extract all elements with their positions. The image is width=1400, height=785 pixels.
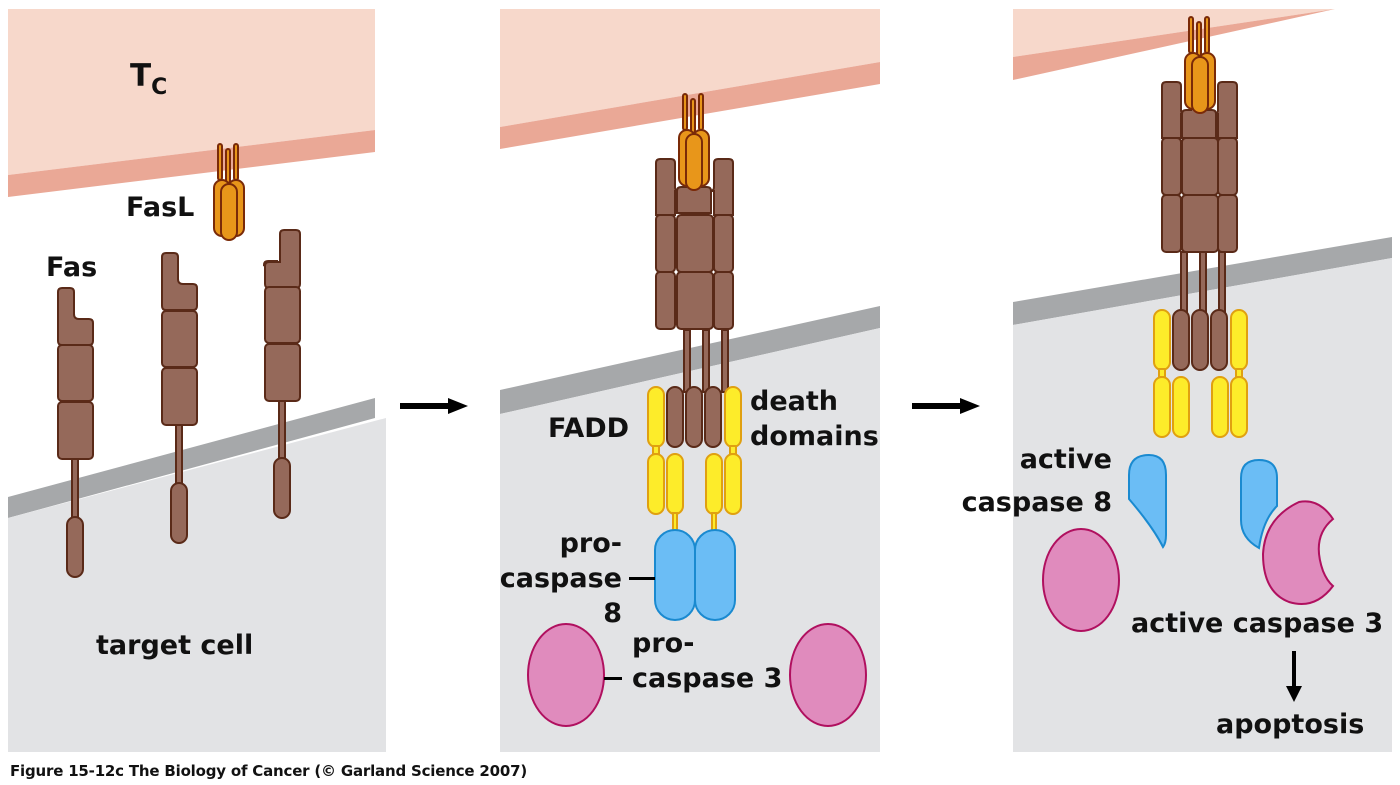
active-caspase-3 <box>1261 500 1335 605</box>
fas-receptor <box>57 287 94 578</box>
fas-receptor <box>161 252 198 544</box>
target-cell-cytoplasm <box>8 418 386 752</box>
panel-3: active caspase 8 active caspase 3 apopto… <box>962 9 1392 752</box>
figure-caption: Figure 15-12c The Biology of Cancer (© G… <box>10 762 527 780</box>
active-caspase-8 <box>1240 458 1278 550</box>
arrow-right-icon <box>912 398 980 414</box>
fas-receptor <box>262 229 301 519</box>
fas-label: Fas <box>46 252 97 283</box>
active-caspase-8-label: caspase 8 <box>962 487 1112 518</box>
procaspase-8-label: caspase <box>500 563 622 594</box>
active-caspase-3-label: active caspase 3 <box>1131 608 1383 639</box>
active-caspase-8 <box>1128 453 1167 549</box>
caspase-3 <box>1042 528 1120 632</box>
fadd-label: FADD <box>548 413 629 444</box>
fas-death-domain <box>1210 309 1228 371</box>
tc-label: TC <box>130 58 167 100</box>
procaspase-8-label: pro- <box>560 528 622 559</box>
apoptosis-label: apoptosis <box>1216 709 1364 740</box>
fadd-adaptor <box>647 386 684 532</box>
fas-death-domain <box>685 386 703 448</box>
fadd-adaptor <box>705 386 742 532</box>
fas-trimer-cluster <box>1161 78 1238 315</box>
fas-death-domain <box>1172 309 1190 371</box>
procaspase-3 <box>789 623 867 727</box>
arrow-down-icon <box>1286 651 1302 702</box>
leader-line <box>629 577 655 580</box>
fas-death-domain <box>704 386 722 448</box>
t-cell-cytoplasm <box>8 9 375 175</box>
fas-death-domain <box>1191 309 1209 371</box>
t-cell-membrane <box>8 130 375 197</box>
panel-1: TC FasL Fas target cell <box>8 9 386 752</box>
t-cell-membrane <box>1013 9 1335 80</box>
death-domains-label: domains <box>750 421 879 452</box>
fadd-adaptor <box>1153 309 1190 438</box>
panel-2: FADD death domains pro- caspase 8 pro- c… <box>500 9 880 752</box>
procaspase-8-label: 8 <box>603 598 622 629</box>
fasl-label: FasL <box>126 192 194 223</box>
fadd-adaptor <box>1211 309 1248 438</box>
t-cell-cytoplasm <box>500 9 880 127</box>
procaspase-3-label: pro- <box>632 628 694 659</box>
procaspase-3-label: caspase 3 <box>632 663 782 694</box>
arrow-right-icon <box>400 398 468 414</box>
procaspase-3 <box>527 623 605 727</box>
fas-death-domain <box>666 386 684 448</box>
death-domains-label: death <box>750 386 838 417</box>
target-cell-cytoplasm <box>1013 258 1392 752</box>
leader-line <box>604 677 622 680</box>
target-cell-label: target cell <box>96 630 253 661</box>
procaspase-8 <box>654 529 696 621</box>
procaspase-8 <box>694 529 736 621</box>
fas-pathway-figure: TC FasL Fas target cell <box>8 9 1392 752</box>
fas-trimer-cluster <box>655 155 734 393</box>
active-caspase-8-label: active <box>1020 444 1112 475</box>
